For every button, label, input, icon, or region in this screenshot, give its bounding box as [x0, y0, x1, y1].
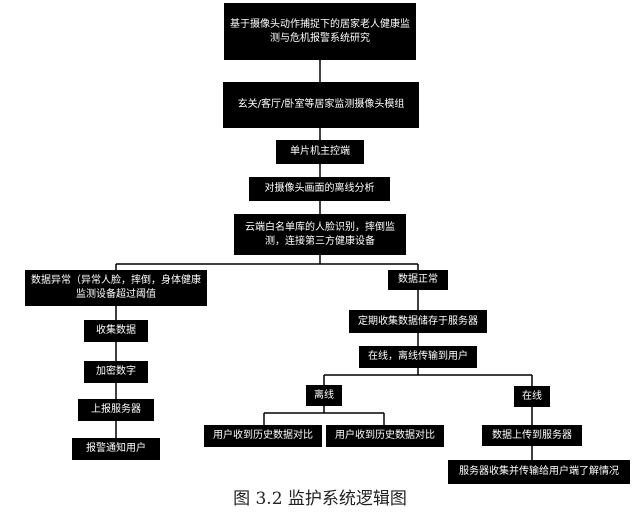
- node-alarm-user-label: 报警通知用户: [86, 443, 146, 454]
- node-cloud-label: 云端白名单库的人脸识别，摔倒监测，连接第三方健康设备: [245, 221, 395, 247]
- node-camera-module-label: 玄关/客厅/卧室等居家监测摄像头模组: [237, 99, 405, 110]
- node-alarm-user: 报警通知用户: [72, 438, 160, 460]
- node-online-label: 在线: [522, 390, 542, 402]
- node-title: 基于摄像头动作捕捉下的居家老人健康监测与危机报警系统研究: [224, 3, 416, 60]
- node-transmit: 在线，离线传输到用户: [359, 346, 477, 368]
- node-camera-module: 玄关/客厅/卧室等居家监测摄像头模组: [223, 82, 419, 128]
- node-offline-analysis-label: 对摄像头画面的离线分析: [264, 183, 375, 194]
- node-cloud: 云端白名单库的人脸识别，摔倒监测，连接第三方健康设备: [234, 214, 406, 255]
- node-offline: 离线: [306, 385, 342, 406]
- node-collect: 收集数据: [84, 320, 148, 342]
- node-abnormal-label: 数据异常（异常人脸，摔倒，身体健康监测设备超过阈值: [31, 275, 201, 300]
- node-normal-label: 数据正常: [398, 274, 438, 285]
- node-collect-label: 收集数据: [96, 325, 136, 336]
- node-title-label: 基于摄像头动作捕捉下的居家老人健康监测与危机报警系统研究: [230, 18, 410, 44]
- node-mcu: 单片机主控端: [276, 140, 364, 164]
- node-server-push: 服务器收集并传输给用户端了解情况: [448, 460, 630, 484]
- node-report-server: 上报服务器: [78, 399, 154, 421]
- node-normal: 数据正常: [388, 270, 448, 290]
- node-report-server-label: 上报服务器: [91, 404, 141, 415]
- node-history-1: 用户收到历史数据对比: [204, 425, 322, 447]
- node-transmit-label: 在线，离线传输到用户: [368, 351, 468, 362]
- node-history-2: 用户收到历史数据对比: [326, 425, 444, 447]
- node-abnormal: 数据异常（异常人脸，摔倒，身体健康监测设备超过阈值: [25, 270, 207, 306]
- node-offline-analysis: 对摄像头画面的离线分析: [249, 177, 390, 201]
- node-periodic-store: 定期收集数据储存于服务器: [349, 310, 487, 333]
- node-history-2-label: 用户收到历史数据对比: [335, 430, 435, 441]
- node-upload: 数据上传到服务器: [482, 425, 582, 446]
- node-encrypt-label: 加密数字: [96, 366, 136, 377]
- node-mcu-label: 单片机主控端: [290, 146, 350, 157]
- node-upload-label: 数据上传到服务器: [492, 429, 572, 441]
- node-server-push-label: 服务器收集并传输给用户端了解情况: [459, 466, 619, 477]
- node-offline-label: 离线: [314, 389, 334, 401]
- figure-caption: 图 3.2 监护系统逻辑图: [233, 489, 407, 509]
- node-encrypt: 加密数字: [84, 361, 148, 383]
- node-online: 在线: [514, 386, 550, 407]
- node-history-1-label: 用户收到历史数据对比: [213, 430, 313, 441]
- node-periodic-store-label: 定期收集数据储存于服务器: [358, 315, 478, 327]
